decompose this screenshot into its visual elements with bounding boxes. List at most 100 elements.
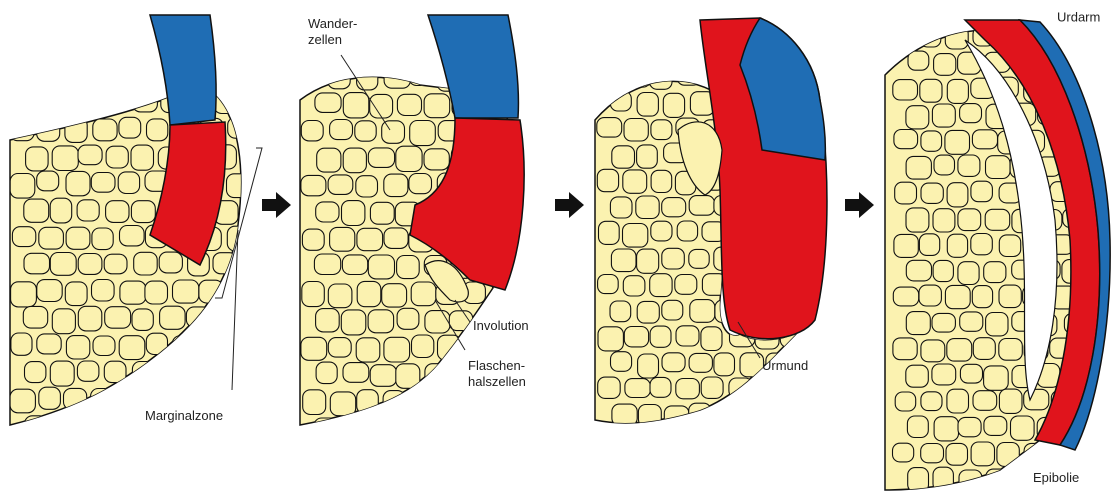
yolk-cell	[314, 254, 340, 275]
yolk-cell	[623, 224, 648, 248]
yolk-cell	[637, 145, 658, 168]
yolk-cell	[675, 430, 696, 453]
yolk-cell	[932, 104, 955, 127]
yolk-cell	[240, 254, 265, 276]
yolk-cell	[134, 252, 158, 275]
yolk-cell	[409, 174, 432, 194]
yolk-cell	[973, 391, 997, 411]
yolk-cell	[651, 429, 675, 452]
yolk-cell	[623, 170, 647, 193]
yolk-cell	[893, 338, 917, 360]
yolk-cell	[1024, 443, 1046, 464]
yolk-cell	[328, 175, 353, 195]
yolk-cell	[958, 155, 980, 176]
arrow-right-icon	[262, 192, 291, 218]
arrow-right-icon	[555, 192, 584, 218]
yolk-cell	[932, 313, 955, 332]
yolk-cell	[26, 147, 48, 171]
yolk-cell	[947, 234, 967, 257]
yolk-cell	[342, 201, 365, 226]
yolk-cell	[316, 202, 339, 222]
label-epibolie: Epibolie	[1033, 470, 1079, 485]
yolk-cell	[921, 183, 943, 203]
yolk-cell	[25, 416, 47, 440]
yolk-cell	[895, 182, 917, 204]
yolk-cell	[806, 326, 829, 345]
yolk-cell	[921, 340, 945, 362]
yolk-cell	[662, 198, 686, 217]
yolk-cell	[368, 255, 394, 279]
yolk-cell	[316, 309, 340, 332]
yolk-cell	[947, 183, 968, 207]
yolk-cell	[986, 469, 1008, 492]
yolk-cell	[328, 338, 351, 358]
yolk-cell	[478, 418, 503, 439]
yolk-cell	[740, 405, 765, 426]
yolk-cell	[465, 337, 486, 360]
yolk-cell	[343, 363, 369, 383]
yolk-cell	[945, 26, 968, 49]
yolk-cell	[997, 443, 1019, 467]
yolk-cell	[66, 171, 90, 195]
yolk-cell	[410, 389, 436, 411]
label-wanderzellen-2: zellen	[308, 32, 342, 47]
yolk-cell	[412, 335, 434, 358]
yolk-cell	[1091, 417, 1112, 439]
yolk-cell	[999, 285, 1021, 308]
yolk-cell	[25, 362, 46, 383]
yolk-cell	[662, 353, 685, 372]
yolk-cell	[106, 91, 131, 111]
yolk-cell	[39, 227, 64, 249]
yolk-cell	[676, 379, 700, 399]
yolk-cell	[597, 118, 622, 138]
yolk-cell	[985, 209, 1010, 230]
yolk-cell	[78, 145, 102, 165]
yolk-cell	[893, 27, 915, 50]
yolk-cell	[78, 306, 102, 331]
yolk-cell	[753, 431, 777, 451]
yolk-cell	[517, 68, 540, 89]
yolk-cell	[131, 201, 155, 223]
yolk-cell	[12, 227, 35, 247]
yolk-cell	[517, 337, 538, 358]
yolk-cell	[906, 106, 929, 129]
yolk-cell	[302, 282, 325, 307]
yolk-cell	[118, 389, 142, 412]
yolk-cell	[316, 362, 337, 384]
yolk-cell	[662, 300, 683, 320]
yolk-cell	[999, 389, 1022, 413]
yolk-cell	[452, 418, 476, 439]
yolk-cell	[701, 377, 723, 398]
yolk-cell	[160, 306, 186, 329]
yolk-cell	[651, 120, 672, 140]
yolk-cell	[701, 430, 726, 453]
yolk-cell	[301, 121, 323, 141]
yolk-cell	[382, 121, 405, 144]
yolk-cell	[519, 390, 545, 411]
yolk-cell	[106, 415, 127, 440]
yolk-cell	[597, 429, 621, 452]
yolk-cell	[302, 65, 324, 88]
yolk-cell	[984, 262, 1006, 283]
yolk-cell	[636, 196, 659, 219]
yolk-cell	[330, 227, 355, 251]
yolk-cell	[1012, 469, 1034, 490]
yolk-cell	[920, 79, 942, 102]
yolk-cell	[240, 91, 262, 116]
yolk-cell	[919, 234, 939, 256]
yolk-cell	[397, 308, 419, 329]
yolk-cell	[226, 334, 247, 355]
yolk-cell	[343, 418, 366, 442]
yolk-cell	[1076, 25, 1101, 47]
yolk-cell	[303, 390, 326, 415]
yolk-cell	[39, 387, 61, 409]
yolk-cell	[893, 80, 918, 100]
yolk-cell	[214, 91, 237, 114]
yolk-cell	[92, 228, 113, 250]
yolk-cell	[328, 284, 352, 308]
yolk-cell	[612, 146, 635, 168]
yolk-cell	[920, 25, 941, 47]
yolk-cell	[794, 405, 817, 428]
yolk-cell	[972, 130, 997, 149]
yolk-cell	[133, 92, 158, 112]
